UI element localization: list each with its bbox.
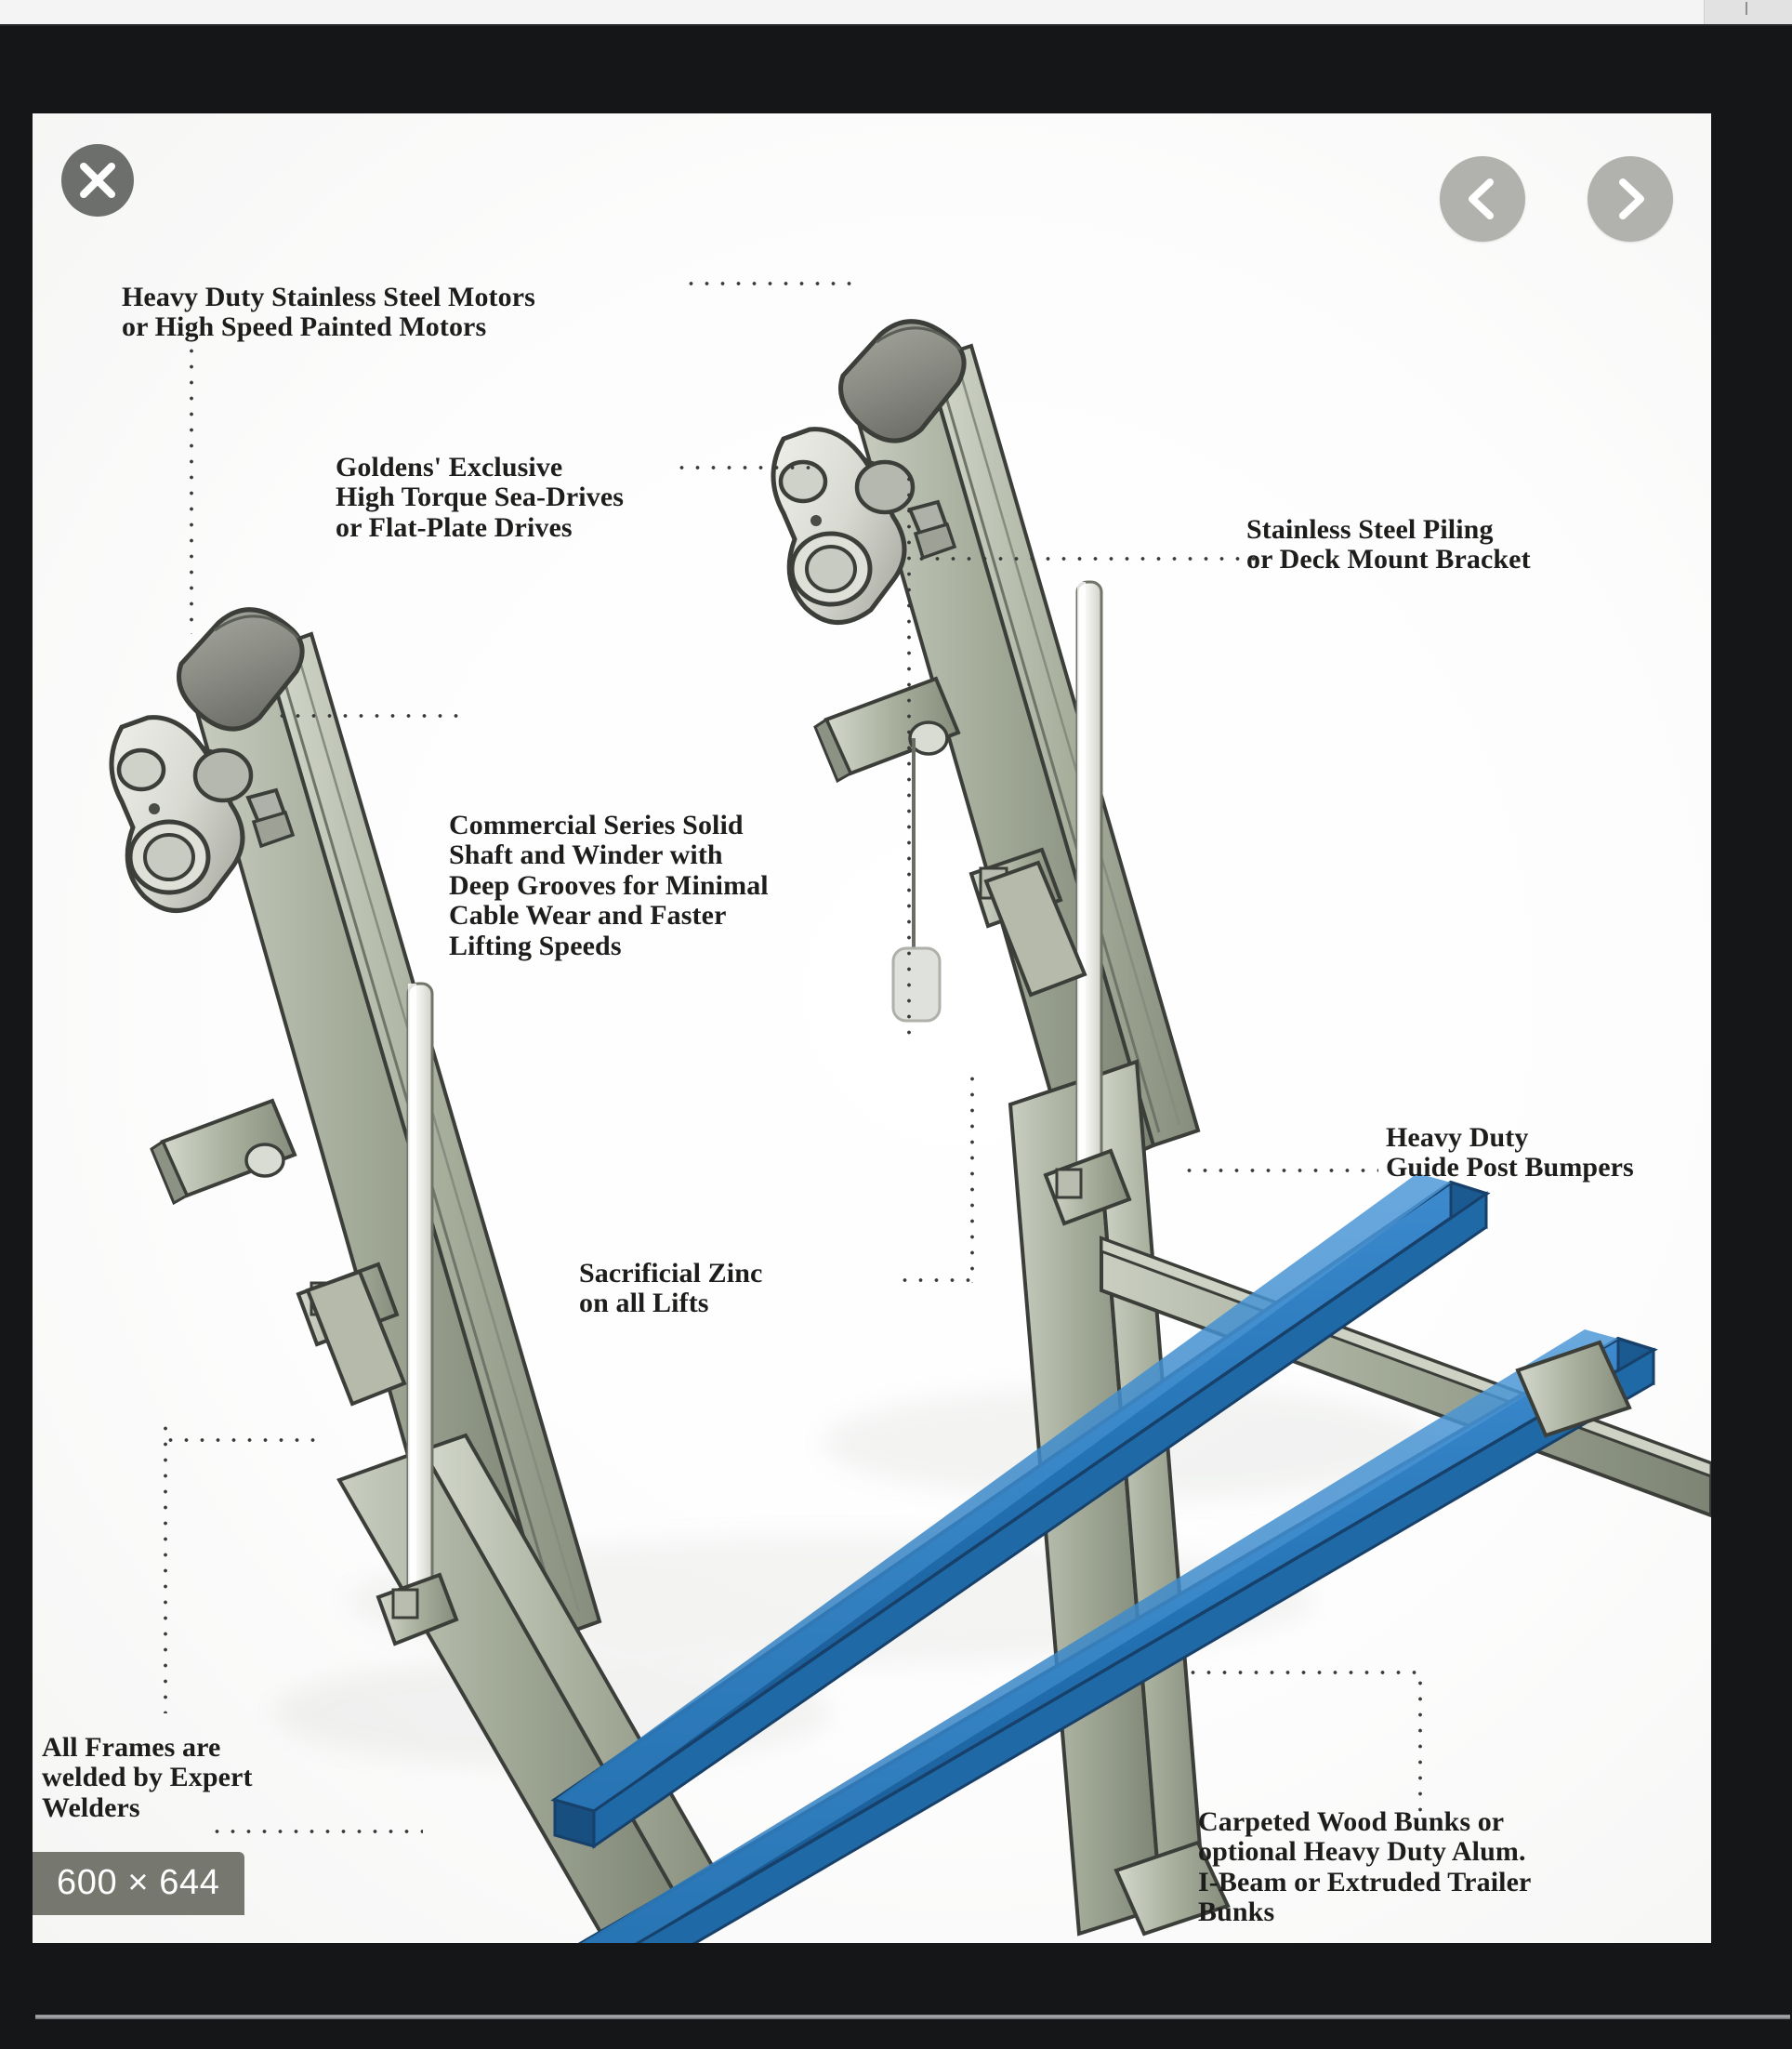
- chevron-right-icon: [1619, 178, 1644, 219]
- callout-piling: Stainless Steel Piling or Deck Mount Bra…: [1246, 514, 1531, 575]
- browser-chrome-strip: [0, 0, 1792, 26]
- blue-bunk-rails: [550, 1173, 1658, 1943]
- callout-winder: Commercial Series Solid Shaft and Winder…: [449, 810, 769, 961]
- close-button[interactable]: [61, 144, 134, 217]
- left-winch-motor: [109, 607, 305, 913]
- gray-cross-members: [1113, 1340, 1632, 1937]
- callout-bunks: Carpeted Wood Bunks or optional Heavy Du…: [1198, 1806, 1532, 1928]
- callout-zinc: Sacrificial Zinc on all Lifts: [579, 1258, 763, 1319]
- text-caret: [1746, 2, 1747, 15]
- image-panel[interactable]: Heavy Duty Stainless Steel Motors or Hig…: [33, 113, 1711, 1943]
- diagram-sheet: Heavy Duty Stainless Steel Motors or Hig…: [33, 113, 1711, 1943]
- next-image-button[interactable]: [1588, 156, 1673, 242]
- bottom-scrollbar[interactable]: [35, 2015, 1790, 2019]
- right-winch-motor: [771, 319, 967, 625]
- close-icon: [80, 163, 115, 198]
- callout-welders: All Frames are welded by Expert Welders: [42, 1732, 253, 1823]
- callout-drives: Goldens' Exclusive High Torque Sea-Drive…: [336, 452, 625, 543]
- callout-bumpers: Heavy Duty Guide Post Bumpers: [1386, 1122, 1634, 1183]
- right-tower: [771, 319, 1711, 1937]
- callout-motors: Heavy Duty Stainless Steel Motors or Hig…: [122, 282, 535, 343]
- previous-image-button[interactable]: [1440, 156, 1525, 242]
- boat-lift-diagram: [109, 319, 1711, 1943]
- chevron-left-icon: [1469, 178, 1494, 219]
- image-dimensions-badge: 600 × 644: [33, 1852, 244, 1915]
- browser-chrome-left-pane: [0, 0, 1704, 24]
- browser-chrome-right-pane: [1704, 0, 1792, 24]
